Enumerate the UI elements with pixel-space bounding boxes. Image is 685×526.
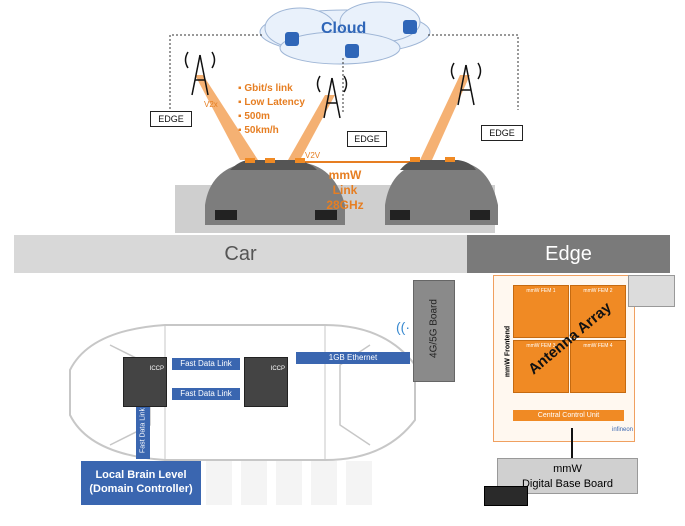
v2v-label: V2V xyxy=(305,151,321,160)
antenna-wave-icon: ((· xyxy=(396,319,410,335)
iccp-module-1: ICCP xyxy=(123,357,167,407)
feature-item: ▪ 500m xyxy=(238,111,270,122)
fem-1: mmW FEM 1 xyxy=(513,285,569,338)
ecu-module-icon xyxy=(241,461,267,505)
cell-tower-icon xyxy=(184,51,216,96)
v2x-label: V2x xyxy=(204,100,218,109)
fast-data-link-vertical: Fast Data Link xyxy=(136,407,150,459)
database-icon xyxy=(403,20,417,34)
vertical-connector-arrow xyxy=(571,428,573,458)
feature-item: ▪ Gbit/s link xyxy=(238,83,293,94)
ecu-module-icon xyxy=(206,461,232,505)
ethernet-link: 1GB Ethernet xyxy=(296,352,410,364)
link-features-list: ▪ Gbit/s link ▪ Low Latency ▪ 500m ▪ 50k… xyxy=(238,82,305,138)
top-network-diagram xyxy=(169,1,519,233)
fast-data-link-bottom: Fast Data Link xyxy=(172,388,240,400)
mmw-frontend-label: mmW Frontend xyxy=(504,325,512,378)
edge-box-middle: EDGE xyxy=(347,131,387,147)
ecu-module-icon xyxy=(346,461,372,505)
feature-item: ▪ 50km/h xyxy=(238,125,279,136)
car-image-left xyxy=(205,158,345,225)
feature-item: ▪ Low Latency xyxy=(238,97,305,108)
car-outline-diagram xyxy=(69,324,416,465)
database-icon xyxy=(345,44,359,58)
4g5g-board: 4G/5G Board xyxy=(413,280,455,382)
cell-tower-icon xyxy=(316,75,348,119)
car-band: Car xyxy=(14,235,467,273)
cloud-label: Cloud xyxy=(321,20,367,37)
hardware-rack-icon xyxy=(484,486,528,506)
antenna-module-photo xyxy=(628,275,675,307)
local-brain-box: Local Brain Level (Domain Controller) xyxy=(81,461,201,505)
database-icon xyxy=(285,32,299,46)
fast-data-link-top: Fast Data Link xyxy=(172,358,240,370)
digital-base-board: mmW Digital Base Board xyxy=(497,458,638,494)
mmw-link-label: mmW Link 28GHz xyxy=(326,168,364,212)
fem-3: mmW FEM 3 xyxy=(513,340,569,393)
car-image-right xyxy=(385,157,498,225)
edge-band: Edge xyxy=(467,235,670,273)
iccp-module-2: ICCP xyxy=(244,357,288,407)
fem-2: mmW FEM 2 xyxy=(570,285,626,338)
infineon-logo: infineon xyxy=(612,427,634,433)
cloud-shape xyxy=(259,1,431,65)
edge-box-left: EDGE xyxy=(150,111,192,127)
ecu-module-icon xyxy=(276,461,302,505)
cell-tower-icon xyxy=(450,62,482,106)
fem-4: mmW FEM 4 xyxy=(570,340,626,393)
ecu-module-icon xyxy=(311,461,337,505)
edge-box-right: EDGE xyxy=(481,125,523,141)
central-control-unit: Central Control Unit xyxy=(513,410,624,421)
